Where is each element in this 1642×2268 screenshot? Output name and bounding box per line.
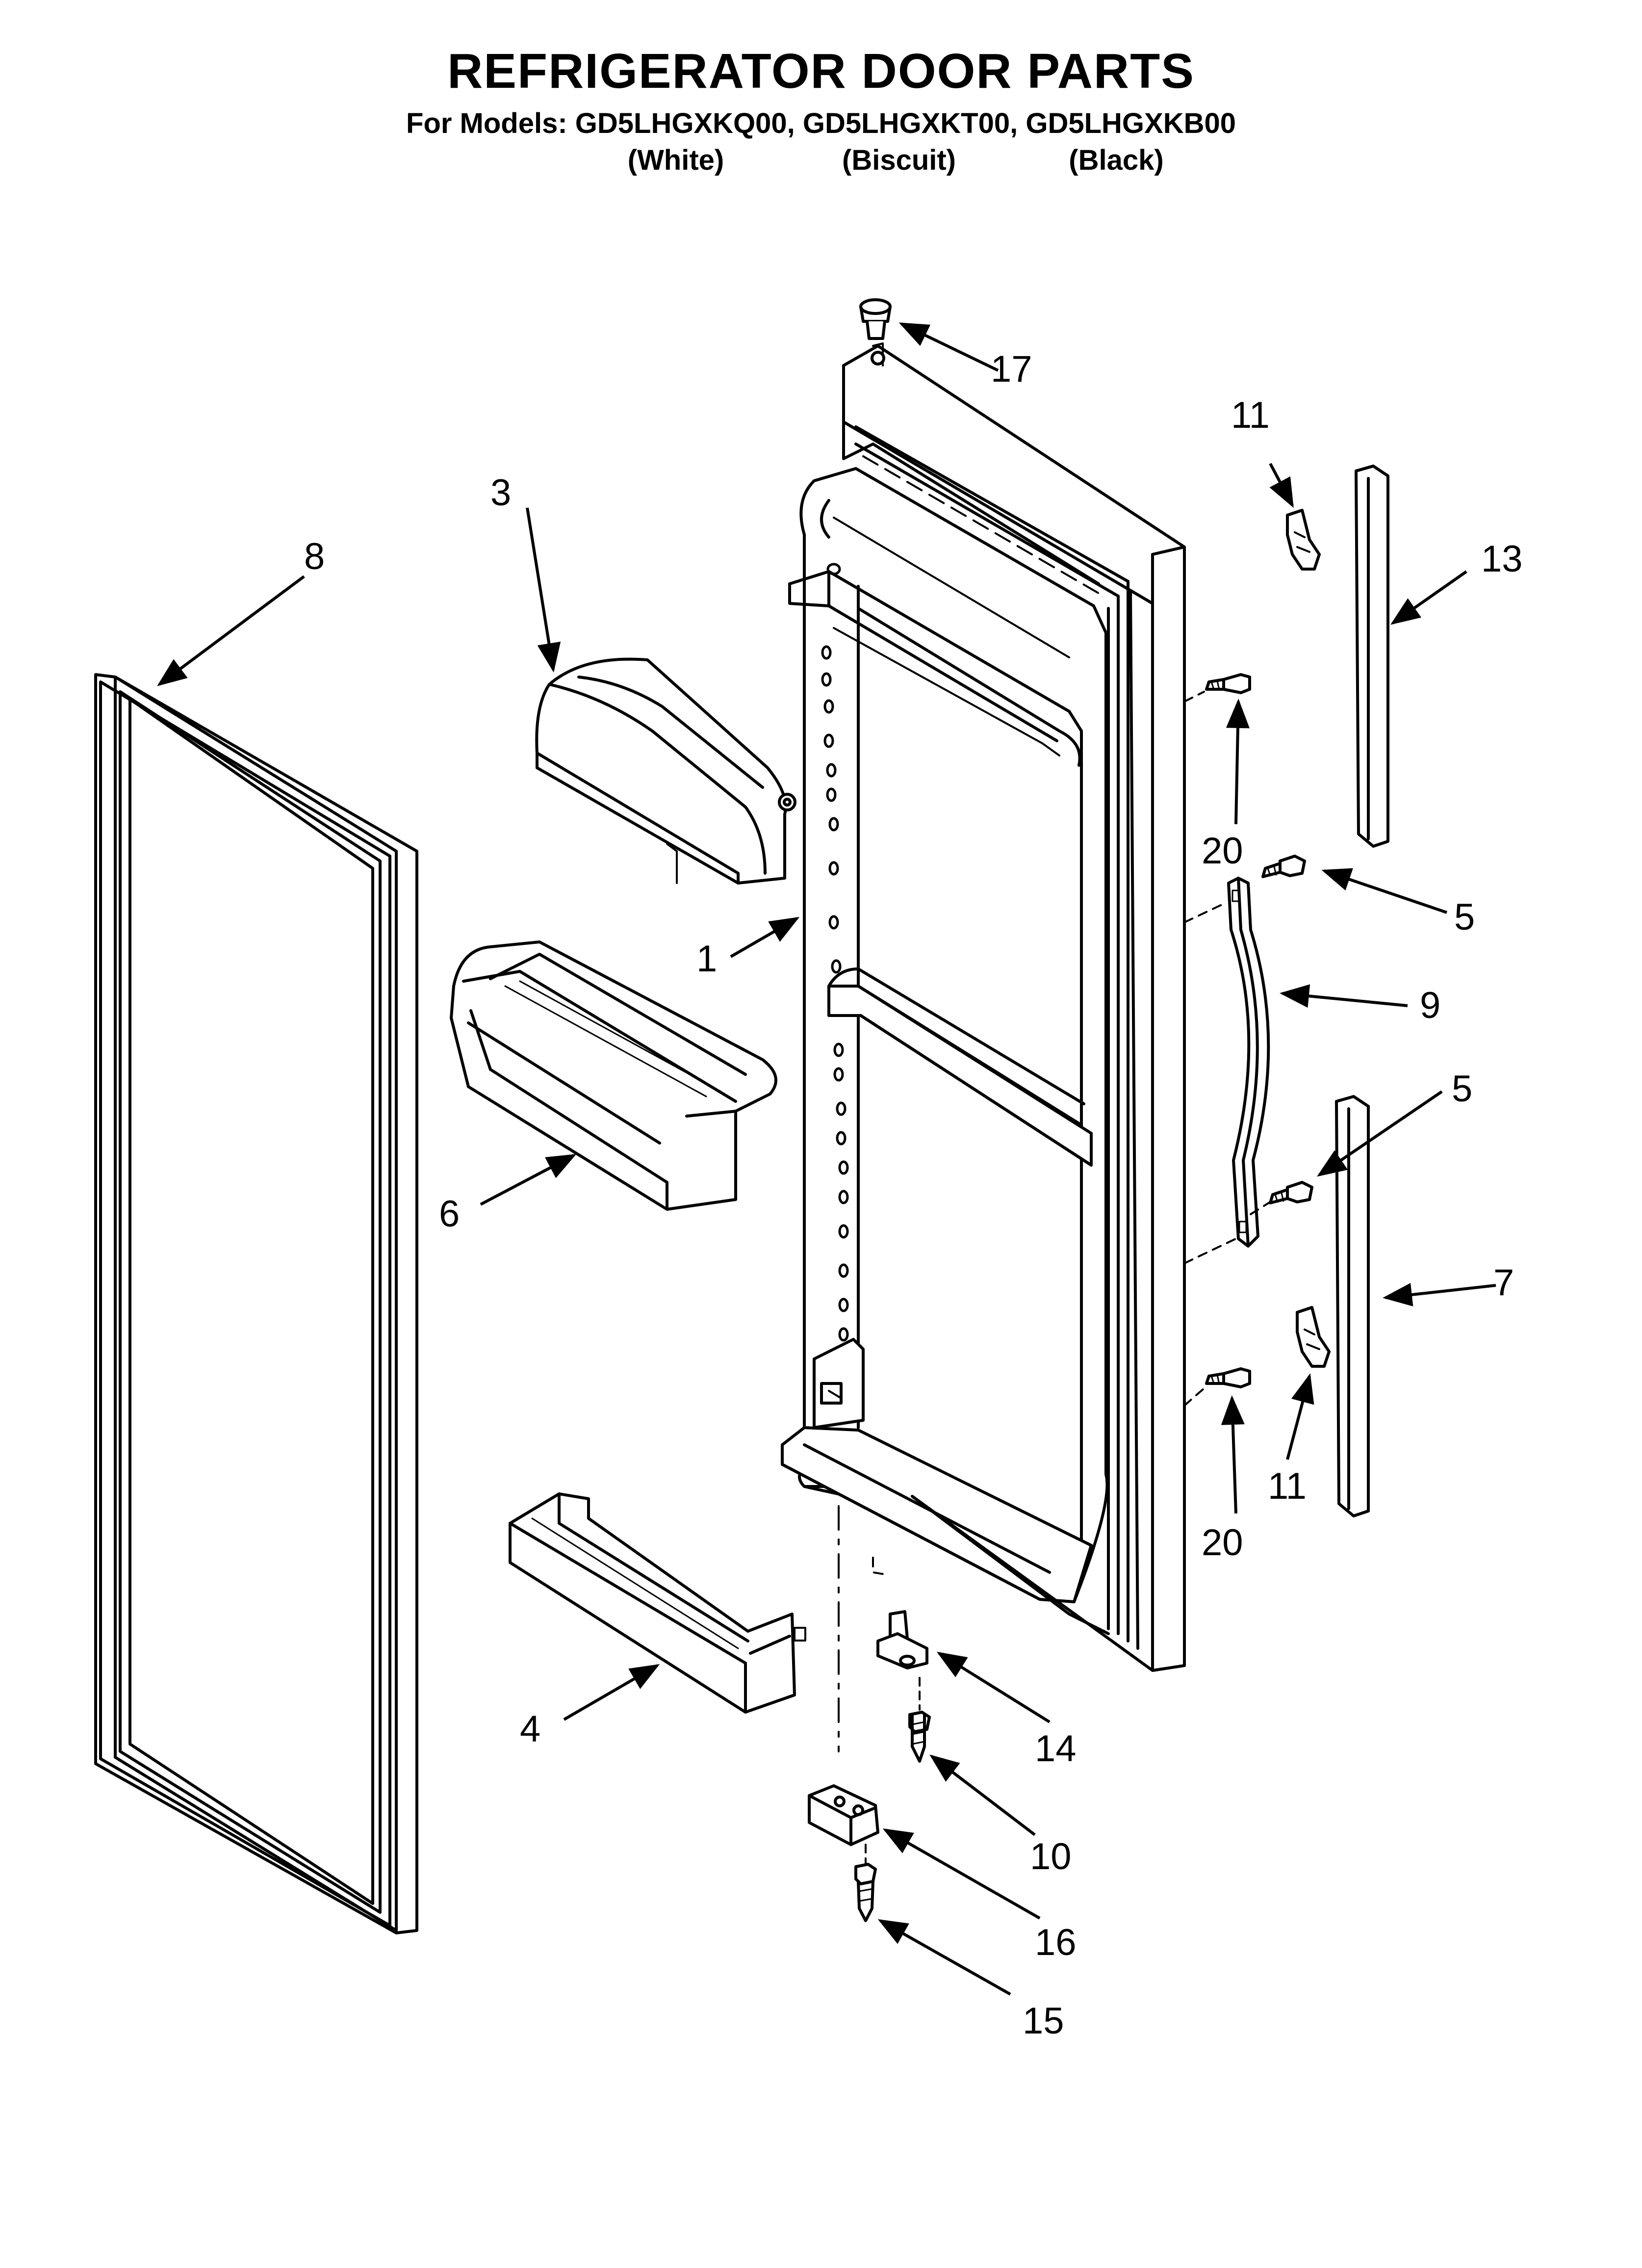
handle-screw-upper-part xyxy=(1261,855,1306,878)
callout-10: 10 xyxy=(1030,1836,1072,1877)
leader-8 xyxy=(157,575,305,686)
callout-9: 9 xyxy=(1420,985,1440,1026)
leader-4 xyxy=(563,1664,660,1721)
callout-13: 13 xyxy=(1481,538,1523,580)
outer-door-panel xyxy=(842,342,1186,1672)
leader-20-lower xyxy=(1221,1395,1245,1514)
callout-20-lower: 20 xyxy=(1202,1522,1243,1564)
door-handle-part xyxy=(1183,877,1270,1264)
lower-door-trim-part xyxy=(1335,1095,1370,1517)
callout-17: 17 xyxy=(991,348,1032,390)
leader-5-lower xyxy=(1317,1090,1443,1177)
top-plug-part xyxy=(859,298,892,340)
callout-8: 8 xyxy=(304,536,325,577)
callout-7: 7 xyxy=(1493,1262,1514,1303)
leader-9 xyxy=(1280,984,1408,1008)
leader-15 xyxy=(877,1919,1011,1996)
leader-11-upper xyxy=(1269,463,1294,508)
hinge-pin-part xyxy=(872,1557,928,1669)
model-numbers: For Models: GD5LHGXKQ00, GD5LHGXKT00, GD… xyxy=(406,107,1236,139)
leader-11-lower xyxy=(1286,1373,1314,1460)
dairy-door-part xyxy=(535,657,796,885)
callout-5-lower: 5 xyxy=(1452,1068,1472,1110)
callout-11-lower: 11 xyxy=(1268,1465,1307,1507)
callout-15: 15 xyxy=(1023,2000,1064,2042)
color-label-biscuit: (Biscuit) xyxy=(842,144,956,176)
leader-3 xyxy=(526,507,561,673)
leader-13 xyxy=(1390,570,1467,625)
bracket-screw-part xyxy=(854,1863,877,1922)
trim-clip-lower-part xyxy=(1296,1306,1331,1368)
callout-11-upper: 11 xyxy=(1231,394,1270,436)
leader-6 xyxy=(480,1154,577,1206)
door-liner-part xyxy=(781,467,1109,1603)
callout-16: 16 xyxy=(1035,1922,1077,1963)
diagram-title: REFRIGERATOR DOOR PARTS xyxy=(447,44,1195,99)
leader-20-upper xyxy=(1226,699,1250,825)
leader-16 xyxy=(882,1828,1041,1920)
callout-5-upper: 5 xyxy=(1454,896,1475,938)
hinge-bracket-part xyxy=(808,1784,879,1846)
handle-screw-lower-part xyxy=(1250,1181,1313,1215)
callout-4: 4 xyxy=(520,1708,540,1750)
callout-14: 14 xyxy=(1035,1728,1077,1770)
trim-clip-upper-part xyxy=(1286,509,1321,571)
callout-1: 1 xyxy=(696,938,717,980)
callout-20-upper: 20 xyxy=(1202,830,1243,872)
color-label-white: (White) xyxy=(627,144,724,176)
upper-door-trim-part xyxy=(1355,465,1389,848)
lower-screw-part xyxy=(1183,1367,1251,1407)
leader-7 xyxy=(1383,1283,1496,1306)
door-bin-part xyxy=(450,940,777,1211)
upper-screw-part xyxy=(1183,673,1251,703)
callout-3: 3 xyxy=(490,472,511,514)
hinge-screw-part xyxy=(908,1711,931,1763)
leader-14 xyxy=(936,1651,1051,1723)
lower-bin-part xyxy=(509,1492,806,1714)
callout-6: 6 xyxy=(439,1193,460,1235)
leader-17 xyxy=(898,322,999,372)
leader-10 xyxy=(929,1754,1036,1836)
door-gasket-part xyxy=(94,673,418,1934)
color-label-black: (Black) xyxy=(1069,144,1164,176)
leader-5-upper xyxy=(1321,868,1447,914)
leader-1 xyxy=(730,916,800,958)
